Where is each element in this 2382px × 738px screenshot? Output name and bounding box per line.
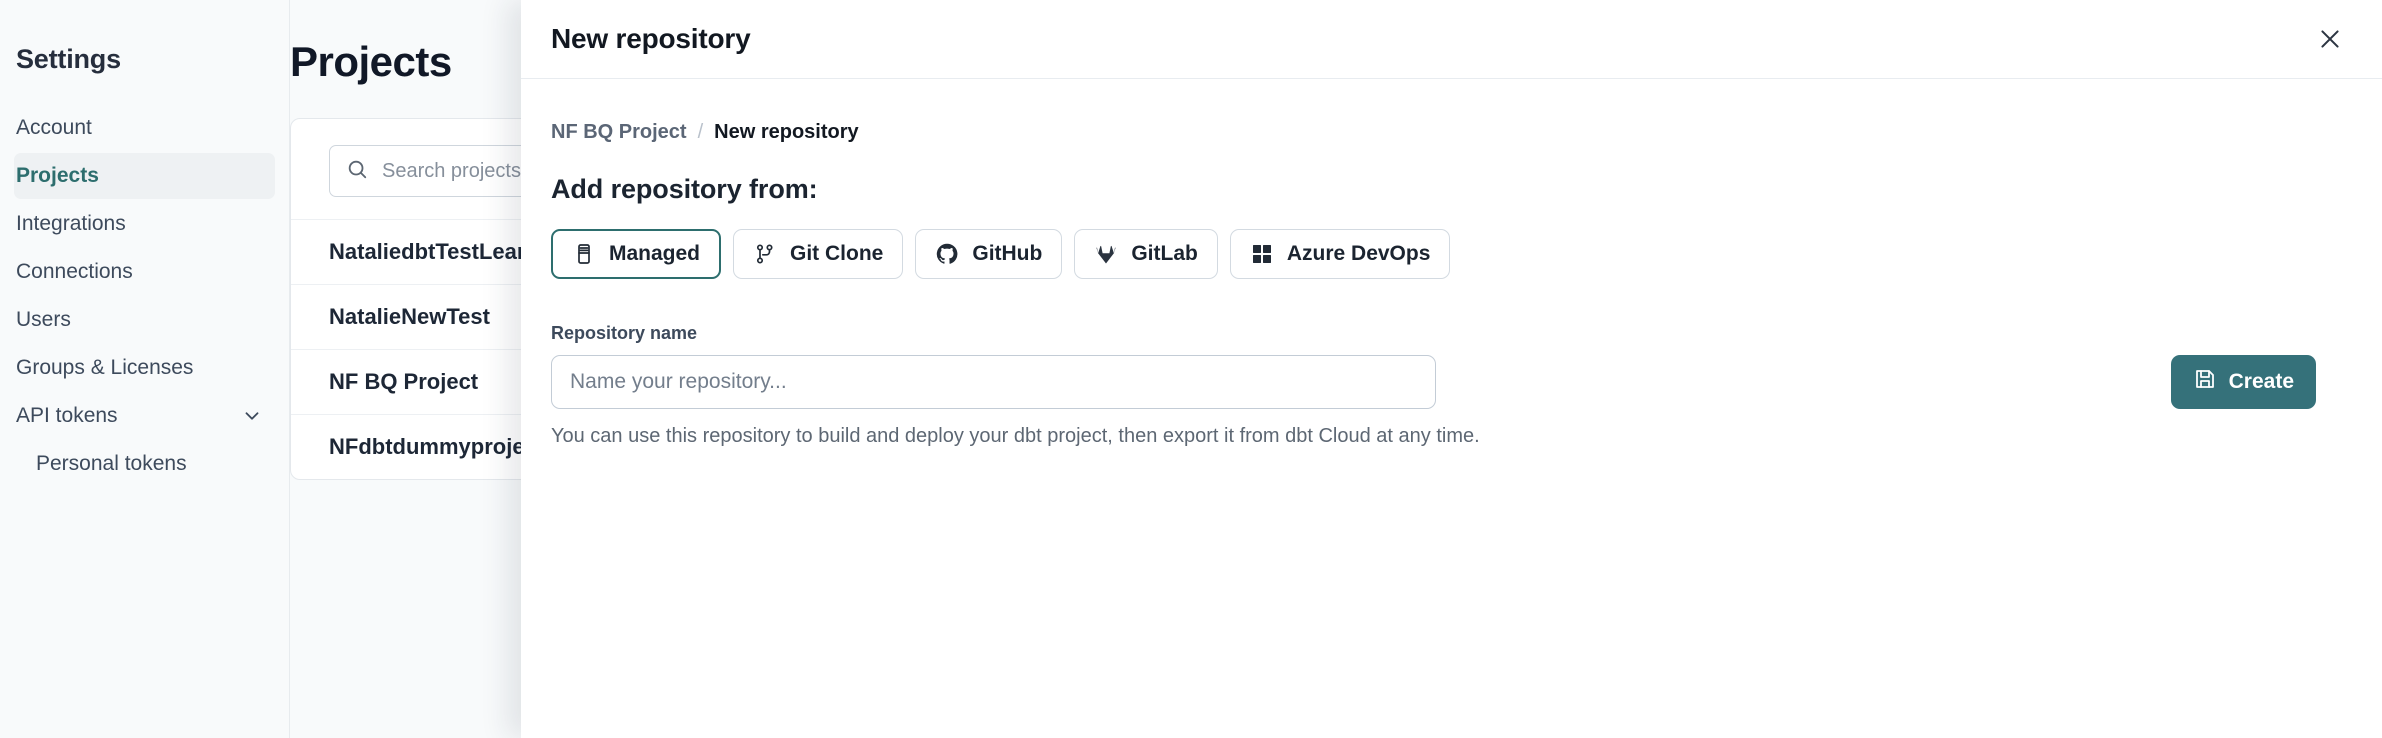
add-repository-heading: Add repository from: — [551, 174, 818, 204]
azure-devops-icon — [1250, 242, 1274, 266]
sidebar-item-groups-licenses[interactable]: Groups & Licenses — [14, 345, 275, 391]
create-button[interactable]: Create — [2170, 355, 2316, 409]
sidebar-item-label: Integrations — [16, 212, 126, 235]
source-option-gitlab[interactable]: GitLab — [1074, 229, 1218, 279]
create-button-label: Create — [2228, 370, 2294, 393]
sidebar-item-label: Account — [16, 116, 92, 139]
breadcrumb: NF BQ Project / New repository — [551, 121, 2352, 144]
panel-header-divider — [521, 78, 2382, 79]
search-icon — [346, 158, 368, 185]
close-icon[interactable] — [2310, 19, 2350, 59]
chevron-down-icon[interactable] — [241, 405, 263, 427]
repository-name-input[interactable] — [551, 355, 1436, 409]
source-option-label: Git Clone — [790, 242, 884, 265]
repository-name-row: Create — [551, 355, 2352, 409]
source-option-git-clone[interactable]: Git Clone — [733, 229, 904, 279]
project-name: NatalieNewTest — [329, 304, 490, 329]
breadcrumb-current: New repository — [714, 121, 859, 143]
sidebar-item-connections[interactable]: Connections — [14, 249, 275, 295]
page-title: Projects — [290, 38, 452, 85]
project-name: NF BQ Project — [329, 369, 479, 394]
sidebar-item-users[interactable]: Users — [14, 297, 275, 343]
sidebar-item-projects[interactable]: Projects — [14, 153, 275, 199]
github-icon — [935, 242, 959, 266]
source-option-label: Managed — [609, 242, 701, 265]
breadcrumb-parent[interactable]: NF BQ Project — [551, 121, 687, 143]
gitlab-icon — [1094, 242, 1118, 266]
sidebar-item-account[interactable]: Account — [14, 105, 275, 151]
repository-name-label: Repository name — [551, 323, 698, 343]
new-repository-panel: New repository NF BQ Project / New repos… — [521, 0, 2382, 738]
git-branch-icon — [753, 242, 777, 266]
source-option-label: GitLab — [1131, 242, 1198, 265]
repository-source-options: Managed Git Clone GitHub GitLab Azure DevO… — [551, 229, 2352, 279]
source-option-label: GitHub — [972, 242, 1043, 265]
source-option-github[interactable]: GitHub — [915, 229, 1063, 279]
source-option-managed[interactable]: Managed — [551, 229, 722, 279]
breadcrumb-separator: / — [697, 121, 704, 143]
database-icon — [572, 242, 596, 266]
save-icon — [2193, 367, 2217, 397]
sidebar-item-label: Projects — [16, 164, 99, 187]
sidebar-item-label: Users — [16, 308, 71, 331]
panel-header: New repository — [521, 0, 2382, 78]
sidebar-item-label: API tokens — [16, 404, 118, 427]
sidebar-title: Settings — [16, 44, 121, 74]
repository-helper-text: You can use this repository to build and… — [551, 425, 1480, 447]
source-option-label: Azure DevOps — [1286, 242, 1431, 265]
project-name: NFdbtdummyproject — [329, 434, 545, 459]
panel-title: New repository — [551, 23, 751, 54]
panel-body: NF BQ Project / New repository Add repos… — [521, 79, 2382, 448]
source-option-azure-devops[interactable]: Azure DevOps — [1229, 229, 1451, 279]
sidebar-item-label: Connections — [16, 260, 133, 283]
sidebar-item-personal-tokens[interactable]: Personal tokens — [14, 441, 275, 487]
sidebar-item-label: Groups & Licenses — [16, 356, 194, 379]
sidebar-item-integrations[interactable]: Integrations — [14, 201, 275, 247]
sidebar-item-label: Personal tokens — [36, 452, 187, 475]
sidebar-item-api-tokens[interactable]: API tokens — [14, 393, 275, 439]
